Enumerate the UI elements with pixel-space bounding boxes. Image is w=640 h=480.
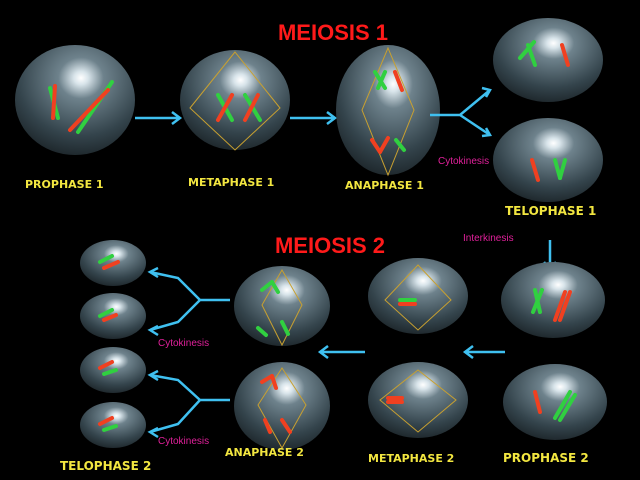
arrow-icon bbox=[317, 345, 365, 359]
anaphase-2-cells bbox=[234, 266, 330, 450]
telophase-2-label: TELOPHASE 2 bbox=[60, 459, 151, 473]
fork-arrow-icon bbox=[147, 369, 230, 439]
prophase-1-cell bbox=[15, 45, 135, 155]
cytokinesis-label: Cytokinesis bbox=[158, 338, 209, 349]
cytokinesis-label: Cytokinesis bbox=[158, 436, 209, 447]
metaphase-1-label: METAPHASE 1 bbox=[188, 176, 274, 189]
arrow-icon bbox=[135, 111, 183, 125]
metaphase-1-cell bbox=[180, 50, 290, 151]
arrow-icon bbox=[290, 111, 338, 125]
meiosis-1-title: MEIOSIS 1 bbox=[278, 20, 388, 45]
prophase-2-label: PROPHASE 2 bbox=[503, 451, 589, 465]
anaphase-2-label: ANAPHASE 2 bbox=[225, 446, 304, 459]
telophase-1-cells bbox=[493, 18, 603, 202]
fork-arrow-icon bbox=[430, 86, 493, 138]
arrow-icon bbox=[462, 345, 505, 359]
anaphase-1-label: ANAPHASE 1 bbox=[345, 179, 424, 192]
cytokinesis-label: Cytokinesis bbox=[438, 156, 489, 167]
metaphase-2-label: METAPHASE 2 bbox=[368, 452, 454, 465]
interkinesis-label: Interkinesis bbox=[463, 233, 514, 244]
prophase-2-cells bbox=[501, 262, 607, 440]
telophase-2-cells bbox=[80, 240, 146, 448]
telophase-1-label: TELOPHASE 1 bbox=[505, 204, 596, 218]
prophase-1-label: PROPHASE 1 bbox=[25, 178, 104, 191]
meiosis-2-title: MEIOSIS 2 bbox=[275, 233, 385, 258]
anaphase-1-cell bbox=[336, 45, 440, 177]
metaphase-2-cells bbox=[368, 258, 468, 438]
fork-arrow-icon bbox=[147, 266, 230, 337]
